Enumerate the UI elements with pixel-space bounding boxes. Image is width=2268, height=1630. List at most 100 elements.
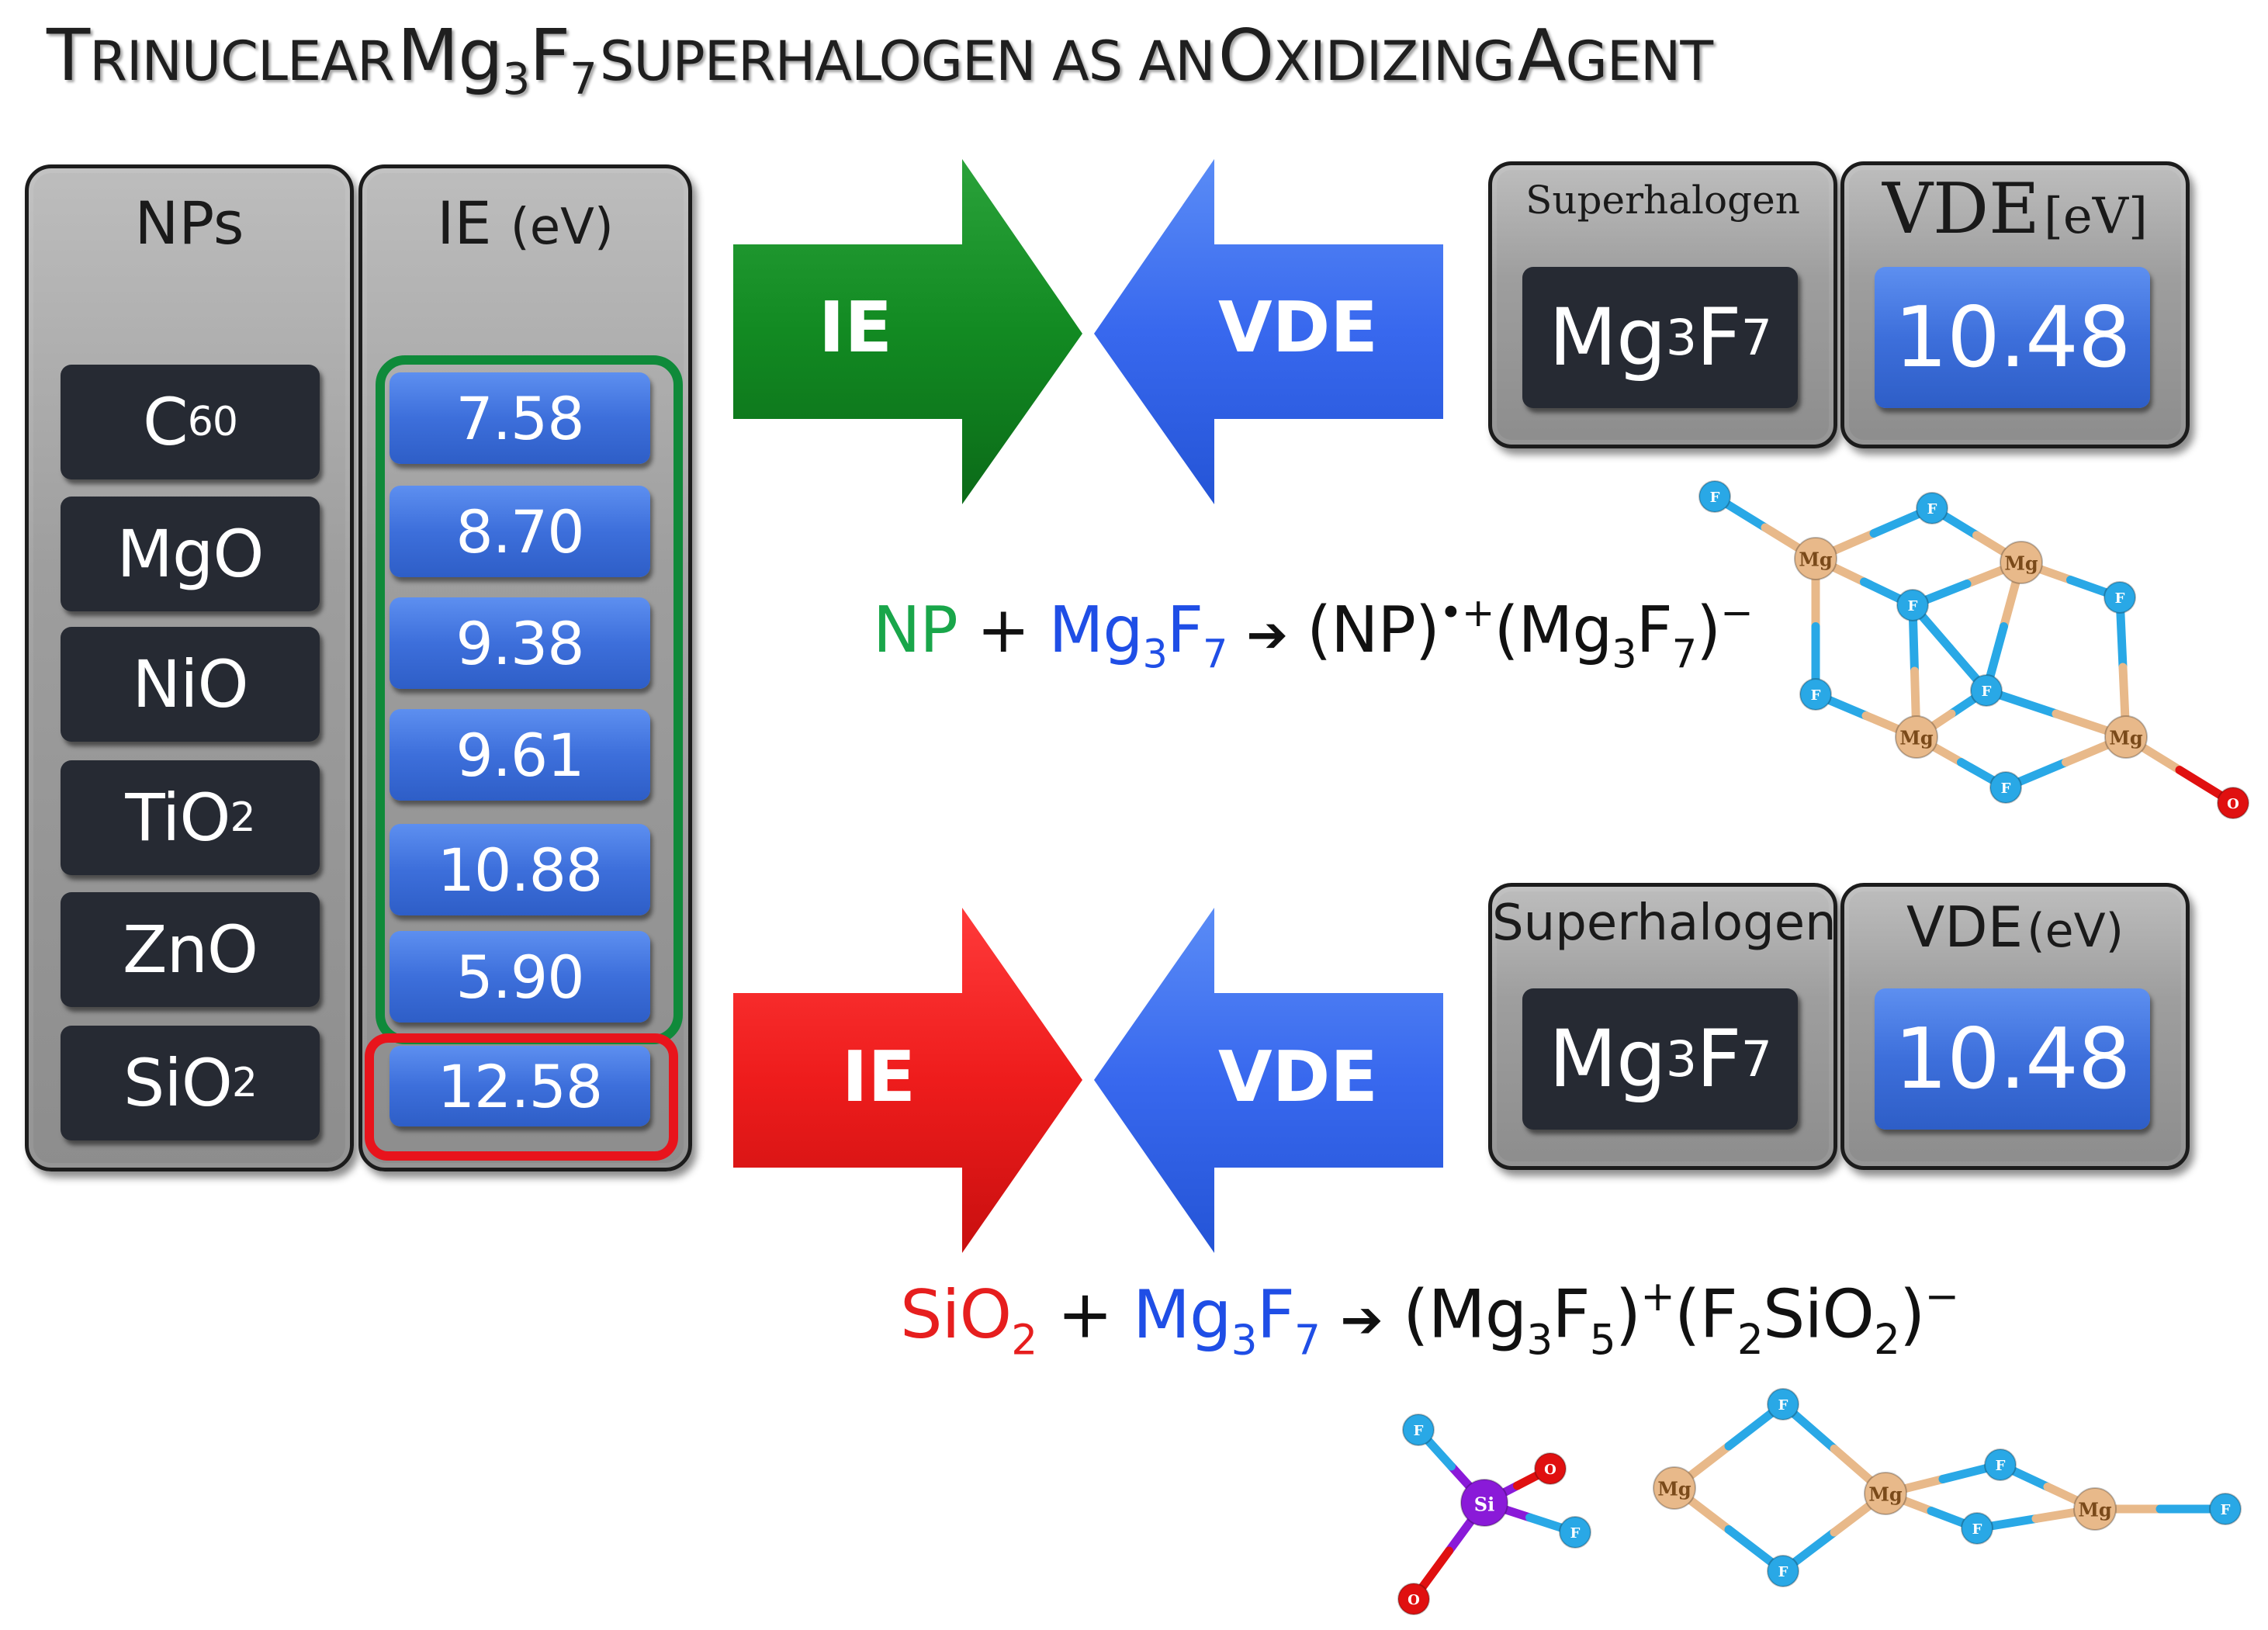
np-subscript: 60 [187,399,238,445]
atom-label: F [1927,501,1937,517]
vde-header-text: VDE [1906,895,2024,960]
atom-label: F [1778,1564,1788,1580]
np-name: C [143,384,189,460]
reaction-arrow-icon: ➔ [1246,607,1288,665]
np-name: NiO [132,646,248,722]
atom-label: Si [1474,1493,1494,1516]
atom-label: F [1996,1458,2006,1474]
np-cell: ZnO [61,892,320,1007]
atom-f: F [1970,674,2003,707]
np-cell: NiO [61,627,320,742]
np-subscript: 2 [230,794,256,841]
atom-label: Mg [2109,726,2143,749]
equation-product: (NP) [1307,594,1440,668]
title-text: RINUCLEAR [89,29,395,93]
equation-product: (F [1674,1275,1738,1354]
atom-mg: Mg [2104,715,2148,759]
equation-text: F [1552,1275,1590,1354]
atom-f: F [1799,678,1832,711]
vde-arrow-top-label: VDE [1218,287,1378,369]
atom-label: Mg [1868,1483,1903,1505]
title-text: O [1217,14,1274,97]
equation-subscript: 3 [1231,1315,1258,1364]
formula-text: Mg [1549,1012,1667,1106]
atom-label: F [2001,780,2011,797]
superhalogen-header: Superhalogen [1492,178,1833,223]
equation-subscript: 2 [1874,1315,1900,1364]
equation-text: Mg [1048,594,1144,668]
reaction-equation-top: NP + Mg3F7 ➔ (NP)•+(Mg3F7)− [873,590,1754,677]
atom-f: F [1767,1555,1799,1587]
atom-mg: Mg [1864,1472,1907,1515]
atom-si: Si [1460,1479,1508,1527]
atom-label: F [1570,1525,1581,1542]
reaction-equation-bottom: SiO2 + Mg3F7 ➔ (Mg3F5)+(F2SiO2)− [900,1272,1959,1364]
ie-value-cell: 5.90 [390,931,650,1023]
equation-text: F [1256,1275,1295,1354]
equation-subscript: 2 [1736,1315,1764,1364]
np-name: SiO [123,1045,233,1121]
title-text: XIDIZING [1273,29,1515,93]
atom-f: F [1916,492,1948,524]
formula-subscript: 3 [1665,309,1697,366]
reaction-arrow-icon: ➔ [1340,1289,1383,1350]
equation-subscript: 7 [1294,1315,1321,1364]
atom-label: F [1972,1521,1982,1538]
atom-label: O [1408,1592,1420,1608]
ie-arrow-bottom [733,908,1082,1253]
formula-text: F [1696,291,1742,384]
atom-f: F [1767,1388,1799,1421]
atom-o: O [2217,787,2249,819]
equation-superscript: − [1924,1272,1959,1320]
title-text: T [47,14,90,97]
equation-text: F [1636,594,1673,668]
ie-value-cell: 9.38 [390,597,650,689]
red-frame [365,1033,678,1161]
equation-product: (Mg [1402,1275,1527,1354]
atom-f: F [2209,1493,2242,1525]
superhalogen-header-text: Superhalogen [1492,895,1837,952]
atom-label: Mg [1657,1477,1691,1500]
atom-f: F [1989,771,2022,804]
atom-mg: Mg [2073,1487,2117,1531]
atom-label: F [1908,598,1918,614]
vde-header-text: VDE [1882,168,2040,250]
equation-superscript: + [1640,1272,1675,1320]
atom-label: F [1811,687,1821,704]
nps-header: NPs [29,189,350,258]
title-text: F [529,14,570,97]
atom-f: F [1559,1516,1591,1549]
ie-value-cell: 8.70 [390,486,650,577]
atom-f: F [1698,480,1731,513]
equation-reactant-np: NP [873,594,958,668]
title-text: A [1517,14,1567,97]
equation-text: ) [1615,1275,1642,1354]
equation-subscript: 7 [1203,631,1227,677]
atom-mg: Mg [1794,537,1837,580]
atom-f: F [1984,1448,2017,1481]
superhalogen-header-text: Superhalogen [1525,178,1800,223]
equation-subscript: 3 [1526,1315,1553,1364]
atom-label: F [2221,1502,2231,1518]
equation-text: SiO [1762,1275,1875,1354]
equation-product: (Mg [1494,594,1612,668]
atom-label: Mg [2004,552,2038,574]
atom-f: F [1961,1512,1993,1545]
ie-value-cell: 7.58 [390,372,650,464]
nps-header-text: NPs [134,189,244,258]
equation-text: ) [1696,594,1721,668]
np-name: TiO [125,780,230,856]
vde-header-unit: [eV] [2043,188,2148,245]
atom-label: Mg [1899,726,1934,749]
formula-subscript: 7 [1740,309,1772,366]
equation-reactant-mg3f7: Mg3F7 [1133,1275,1321,1364]
title-subscript: 7 [570,54,597,105]
vde-header: VDE [eV] [1844,168,2186,250]
equation-reactant-sio2: SiO2 [900,1276,1037,1364]
